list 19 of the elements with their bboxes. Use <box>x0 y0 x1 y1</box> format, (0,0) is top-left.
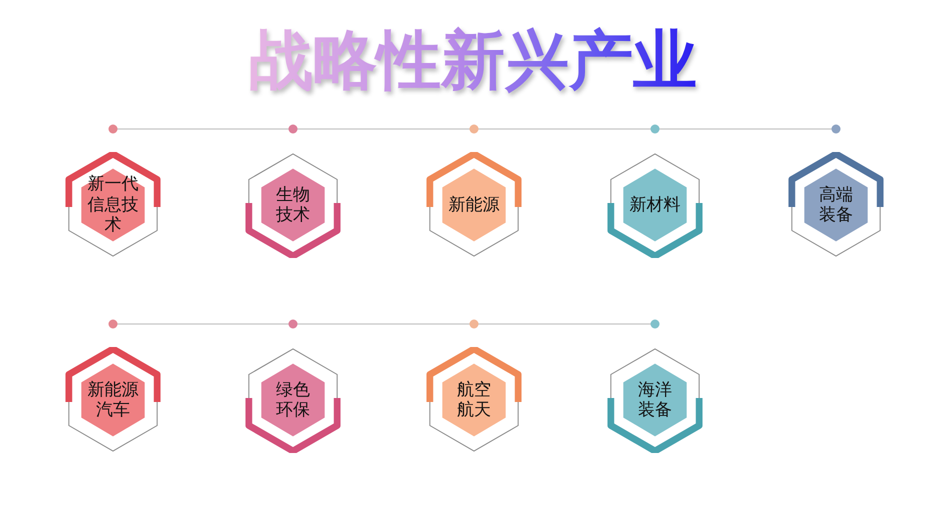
hexagon-node <box>607 152 703 258</box>
hexagon-node <box>426 152 522 258</box>
hexagon-node <box>245 347 341 453</box>
hexagon-node <box>245 152 341 258</box>
hexagon-node <box>788 152 884 258</box>
node-label: 高端装备 <box>818 184 854 226</box>
hexagon-node <box>607 347 703 453</box>
node-label: 新材料 <box>629 194 681 216</box>
node-label: 新一代信息技术 <box>87 174 139 236</box>
node-label: 航空航天 <box>456 380 492 420</box>
node-label: 海洋装备 <box>638 380 672 420</box>
node-label: 新能源汽车 <box>87 380 139 420</box>
title: 战略性新兴产业 <box>249 26 697 96</box>
node-label: 新能源 <box>448 194 500 216</box>
hexagon-node <box>426 347 522 453</box>
node-label: 生物技术 <box>276 184 310 226</box>
node-label: 绿色环保 <box>276 380 310 420</box>
hexagon-node <box>65 152 161 258</box>
hexagon-node <box>65 347 161 453</box>
